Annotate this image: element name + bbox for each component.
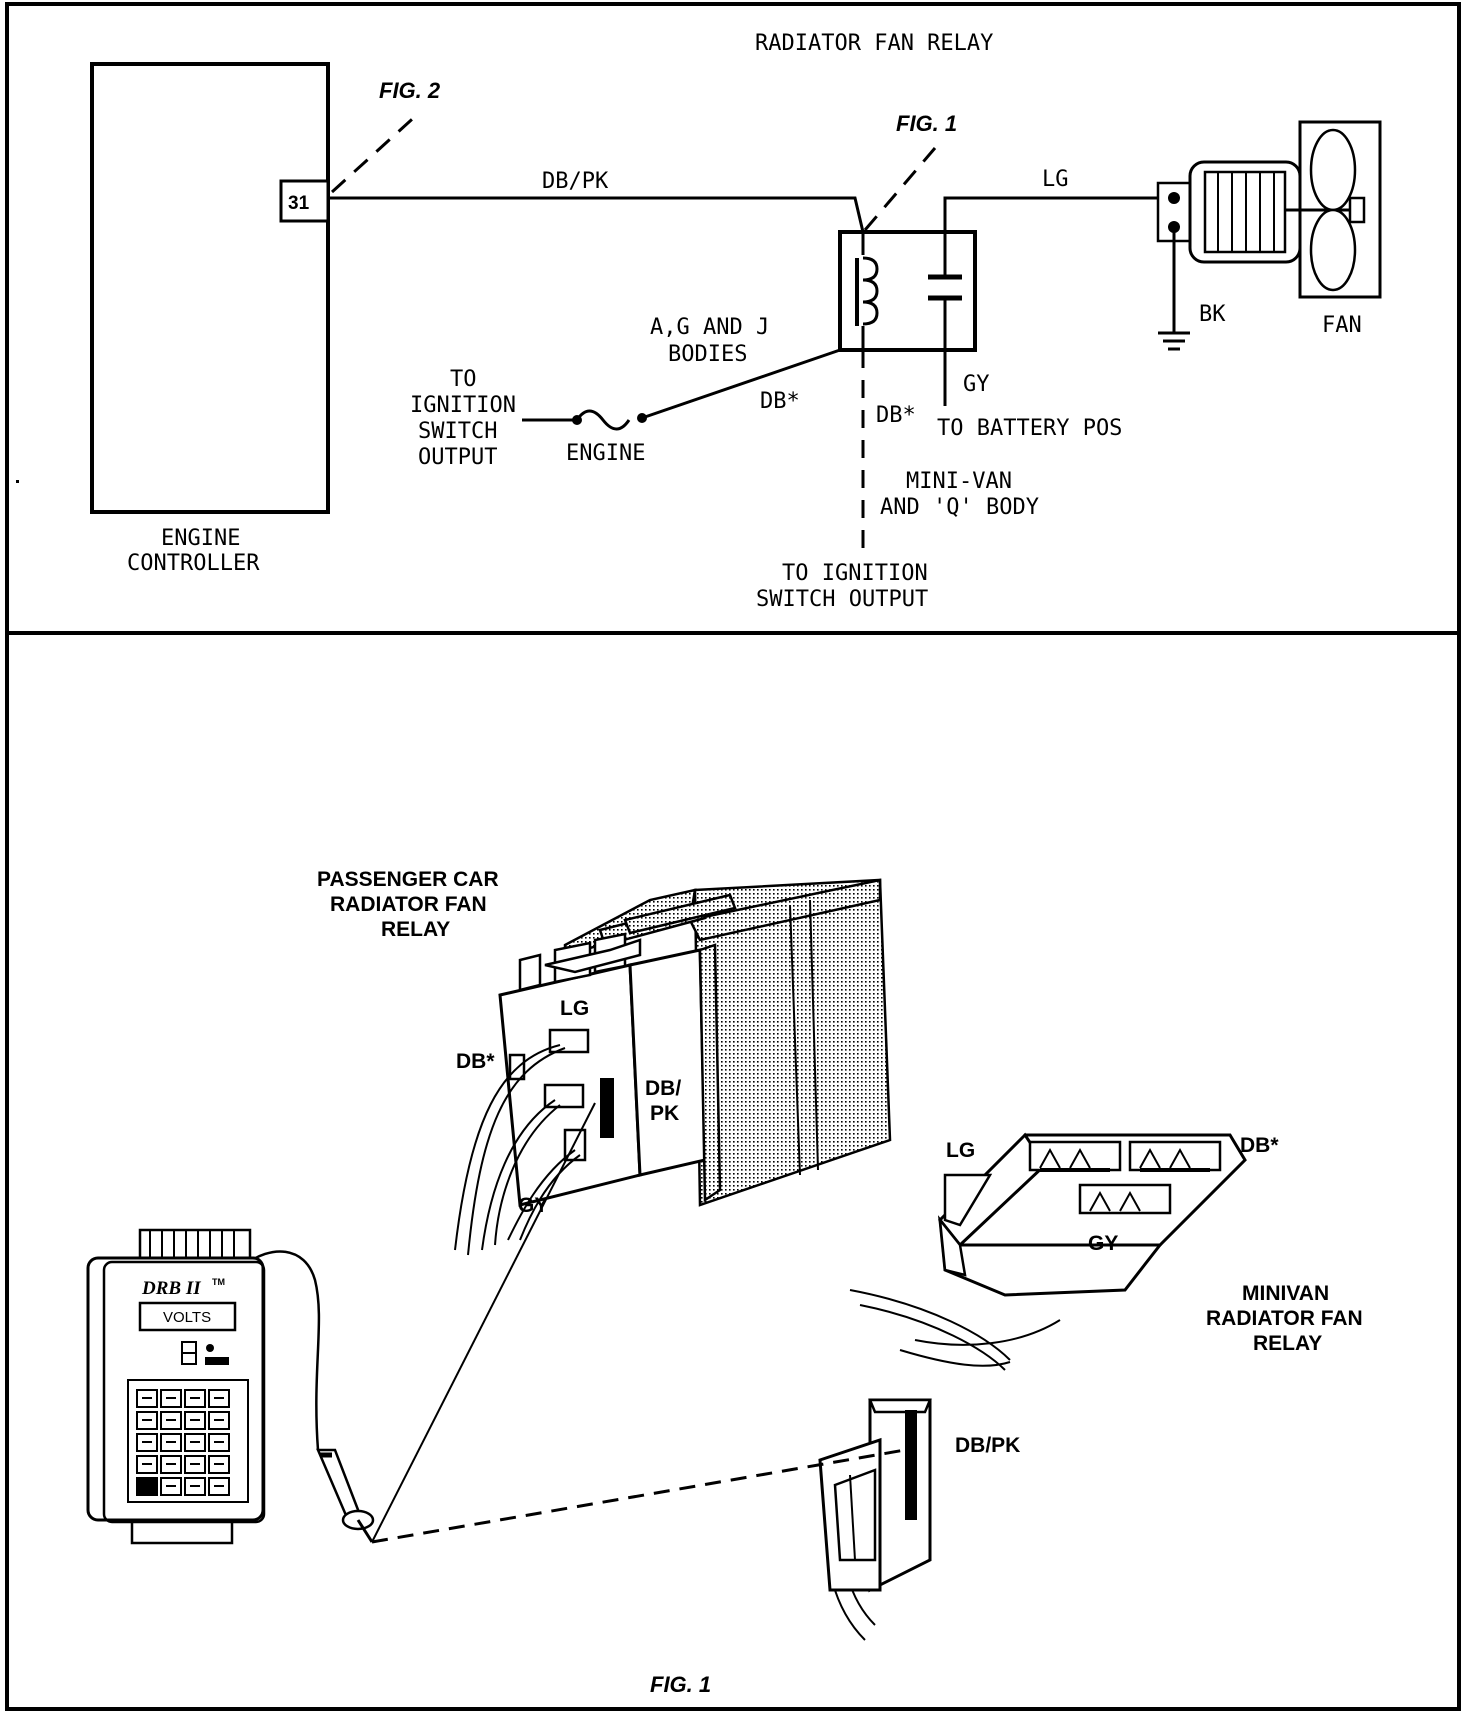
probe-line-dashed: [371, 1448, 906, 1544]
relay-db-label: DB*: [456, 1050, 495, 1073]
bodies-label-2: BODIES: [668, 342, 747, 367]
tester-key-marks: [142, 1397, 224, 1487]
passenger-label-2: RADIATOR FAN: [330, 893, 487, 916]
bodies-label-1: A,G AND J: [650, 315, 769, 340]
tester-screen: [138, 1301, 237, 1332]
ign-left-3: SWITCH: [418, 419, 497, 444]
figure-caption: FIG. 1: [650, 1672, 711, 1697]
wire-lg-label: LG: [1042, 167, 1069, 192]
fan-motor-symbol: [1156, 120, 1382, 299]
mini-db-label: DB*: [1240, 1134, 1279, 1157]
fuse-label: ENGINE: [566, 441, 645, 466]
wire-bk-label: BK: [1199, 302, 1226, 327]
connector-dbpk-label: DB/PK: [955, 1434, 1020, 1457]
wire-lg: [943, 196, 1175, 232]
ign-left-4: OUTPUT: [418, 445, 497, 470]
fig1-label: FIG. 1: [896, 111, 957, 136]
minivan-schem-2: AND 'Q' BODY: [880, 495, 1039, 520]
wire-db-pk: [328, 196, 865, 233]
fig2-label: FIG. 2: [379, 78, 441, 103]
outer-frame: [5, 2, 1461, 1711]
tester-brand: DRB II: [141, 1278, 201, 1299]
pin-31-label: 31: [288, 193, 310, 214]
ign-left-1: TO: [450, 367, 477, 392]
passenger-relay-drawing: [454, 878, 892, 1256]
passenger-label-3: RELAY: [381, 918, 450, 941]
minivan-label-2: RADIATOR FAN: [1206, 1307, 1363, 1330]
relay-dbpk-label-1: DB/: [645, 1077, 681, 1100]
mini-lg-label: LG: [946, 1139, 975, 1162]
ign-bottom-1: TO IGNITION: [782, 561, 928, 586]
passenger-label-1: PASSENGER CAR: [317, 868, 499, 891]
schematic-title: RADIATOR FAN RELAY: [755, 31, 993, 56]
controller-label-2: CONTROLLER: [127, 551, 260, 576]
stray-mark: [16, 480, 19, 483]
wiring-schematic: RADIATOR FAN RELAY 31 ENGINE CONTROLLER …: [16, 31, 1382, 612]
tester-tm: TM: [212, 1277, 225, 1287]
fig2-leader: [330, 110, 422, 194]
minivan-label-1: MINIVAN: [1242, 1282, 1329, 1305]
engine-controller-box: [90, 62, 330, 514]
probe-line-solid: [371, 1102, 596, 1543]
wire-db-right-label: DB*: [876, 403, 916, 428]
battery-label: TO BATTERY POS: [937, 416, 1122, 441]
fig1-leader: [863, 147, 937, 231]
pin-31-box: [279, 179, 330, 223]
relay-box: [838, 230, 977, 352]
mini-gy-label: GY: [1088, 1232, 1118, 1255]
wire-gy-label: GY: [963, 372, 990, 397]
test-illustration: PASSENGER CAR RADIATOR FAN RELAY: [86, 868, 1363, 1697]
wire-db-left-label: DB*: [760, 389, 800, 414]
relay-coil: [862, 256, 879, 326]
relay-dbpk-label-2: PK: [650, 1102, 679, 1125]
minivan-schem-1: MINI-VAN: [906, 469, 1012, 494]
fan-label: FAN: [1322, 313, 1362, 338]
tester-display-text: VOLTS: [163, 1309, 211, 1326]
minivan-relay-drawing: [849, 1132, 1247, 1371]
wire-db-pk-label: DB/PK: [542, 169, 609, 194]
wire-db-left: [641, 348, 841, 420]
drb-tester: DRB II TM VOLTS: [86, 1102, 906, 1545]
dbpk-connector-drawing: [818, 1398, 932, 1641]
fuse-terminal-right: [637, 413, 647, 423]
minivan-label-3: RELAY: [1253, 1332, 1322, 1355]
fuse-element: [575, 409, 631, 431]
relay-lg-label: LG: [560, 997, 589, 1020]
controller-label-1: ENGINE: [161, 526, 240, 551]
ign-bottom-2: SWITCH OUTPUT: [756, 587, 928, 612]
ign-left-2: IGNITION: [410, 393, 516, 418]
